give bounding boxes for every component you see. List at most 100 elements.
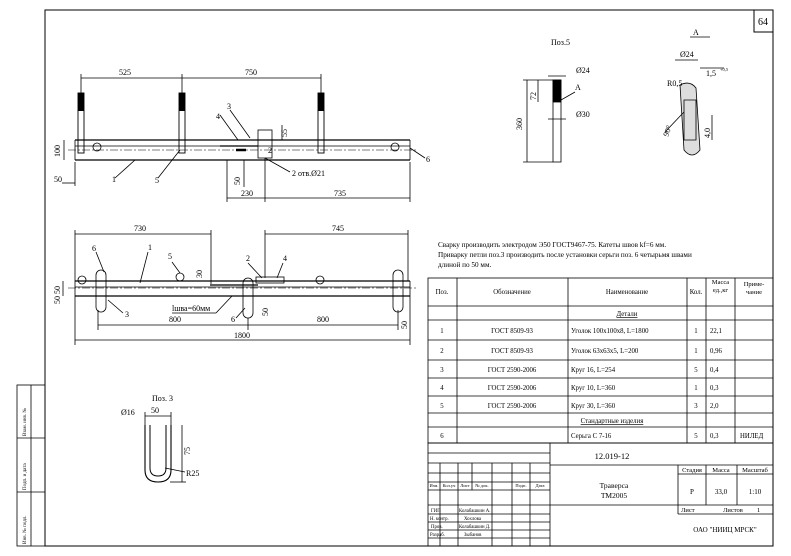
stamp-kol: Кол.уч bbox=[443, 483, 457, 488]
dim-100: 100 bbox=[53, 145, 62, 157]
spec-row-6-pos: 6 bbox=[440, 433, 444, 440]
pos3-d16: Ø16 bbox=[121, 408, 135, 417]
pos5-view bbox=[523, 75, 576, 163]
side-stamp bbox=[16, 384, 46, 547]
stamp-izm: Изм. bbox=[430, 483, 439, 488]
note-line-1: Сварку производить электродом Э50 ГОСТ94… bbox=[438, 241, 666, 249]
pos5-d30: Ø30 bbox=[576, 110, 590, 119]
spec-row-6-qty: 5 bbox=[694, 433, 698, 440]
detail-angle: 90° bbox=[661, 124, 673, 138]
pos5-d72: 72 bbox=[529, 92, 538, 100]
drawing-code: 12.019-12 bbox=[595, 451, 630, 461]
detail-d15: 1,5 bbox=[706, 69, 716, 78]
stamp-role-1: ГИП bbox=[431, 509, 441, 514]
title-block-grid bbox=[427, 442, 774, 547]
mass-value: 33,0 bbox=[715, 488, 728, 496]
callout-2: 2 bbox=[268, 146, 272, 155]
spec-row-3-designation: ГОСТ 2590-2006 bbox=[488, 367, 537, 374]
stamp-role-2: Н. контр. bbox=[430, 517, 449, 522]
weld-length: lшва=60мм bbox=[172, 304, 210, 313]
spec-row-2-mass: 0,96 bbox=[710, 348, 722, 355]
dim-730: 730 bbox=[134, 224, 146, 233]
stamp-ndok: № док. bbox=[475, 483, 488, 488]
spec-section-details: Детали bbox=[617, 311, 638, 318]
spec-row-4-designation: ГОСТ 2590-2006 bbox=[488, 385, 537, 392]
spec-header-name: Наименование bbox=[606, 289, 648, 296]
dim-55: 55 bbox=[280, 129, 289, 137]
spec-row-6-name: Серьга С 7-16 bbox=[571, 433, 612, 440]
pos5-d24: Ø24 bbox=[576, 66, 590, 75]
pos3-r25: R25 bbox=[186, 469, 199, 478]
callout-6: 6 bbox=[426, 155, 430, 164]
spec-rows: 1 ГОСТ 8509-93 Уголок 100х100х8, L=1800 … bbox=[440, 328, 763, 440]
stamp-name-2: Хохлова bbox=[464, 517, 482, 522]
dim-525: 525 bbox=[119, 68, 131, 77]
spec-header-note-wrap: Приме- чание bbox=[743, 281, 765, 296]
spec-row-5-qty: 3 bbox=[694, 403, 698, 410]
detail-tol: +0,5 bbox=[720, 67, 729, 73]
spec-header-pos: Поз. bbox=[436, 289, 449, 296]
sheets-label: Листов bbox=[723, 507, 743, 514]
side-stamp-sign: Подп. и дата bbox=[23, 463, 28, 490]
front-view bbox=[62, 74, 426, 202]
spec-row-5-mass: 2,0 bbox=[710, 403, 719, 410]
stamp-name-1: Колабашкин А. bbox=[459, 509, 490, 514]
spec-row-1-qty: 1 bbox=[694, 328, 697, 335]
pos3-label: Поз. 3 bbox=[152, 394, 173, 403]
title-line-2: ТМ2005 bbox=[601, 491, 627, 500]
stamp-list: Лист bbox=[460, 483, 469, 488]
detail-a-label: А bbox=[693, 28, 699, 37]
spec-row-4-name: Круг 10, L=360 bbox=[571, 385, 616, 392]
stage-header: Стадия bbox=[682, 467, 702, 474]
spec-row-1-mass: 22,1 bbox=[710, 328, 722, 335]
mass-header: Масса bbox=[712, 467, 730, 474]
title-line-1: Траверса bbox=[600, 481, 629, 490]
callout-3: 3 bbox=[227, 102, 231, 111]
spec-row-5-name: Круг 30, L=360 bbox=[571, 403, 616, 410]
dim-50-right: 50 bbox=[400, 321, 409, 329]
detail-d24: Ø24 bbox=[680, 50, 694, 59]
spec-row-3-pos: 3 bbox=[440, 367, 444, 374]
stage-value: Р bbox=[690, 488, 694, 496]
callout-4: 4 bbox=[216, 112, 220, 121]
spec-row-3-mass: 0,4 bbox=[710, 367, 719, 374]
spec-row-2-designation: ГОСТ 8509-93 bbox=[491, 348, 533, 355]
scale-value: 1:10 bbox=[749, 488, 762, 496]
detail-r05: R0,5 bbox=[667, 79, 682, 88]
spec-row-5-pos: 5 bbox=[440, 403, 444, 410]
spec-header-note: Приме- чание bbox=[743, 281, 765, 296]
pos3-d50: 50 bbox=[151, 406, 159, 415]
dim-745: 745 bbox=[332, 224, 344, 233]
spec-row-4-qty: 1 bbox=[694, 385, 697, 392]
dim-750: 750 bbox=[245, 68, 257, 77]
detail-a bbox=[664, 36, 724, 156]
spec-row-1-pos: 1 bbox=[440, 328, 443, 335]
dim-50-50: 50 50 bbox=[53, 286, 62, 304]
plan-callout-6b: 6 bbox=[231, 315, 235, 324]
plan-view bbox=[62, 230, 418, 345]
pos5-a: А bbox=[575, 83, 581, 92]
side-stamp-replace: Взам. инв. № bbox=[22, 408, 28, 436]
callout-5: 5 bbox=[155, 176, 159, 185]
stamp-data: Дата bbox=[536, 483, 545, 488]
sheets-count: 1 bbox=[757, 507, 760, 514]
stamp-podp: Подп. bbox=[515, 483, 526, 488]
spec-row-6-note: НИЛЕД bbox=[740, 433, 764, 440]
spec-row-2-name: Уголок 63х63х5, L=200 bbox=[571, 348, 639, 355]
stamp-name-3: Колабашкин Д. bbox=[459, 525, 490, 530]
pos5-d360: 360 bbox=[515, 118, 524, 130]
plan-callout-1: 1 bbox=[148, 243, 152, 252]
plan-callout-5: 5 bbox=[168, 252, 172, 261]
dim-50-mid: 50 bbox=[233, 177, 242, 185]
dim-50-left: 50 bbox=[54, 175, 62, 184]
spec-section-standard: Стандартные изделия bbox=[581, 418, 644, 425]
scale-header: Масштаб bbox=[742, 467, 768, 474]
spec-row-1-name: Уголок 100х100х8, L=1800 bbox=[571, 328, 649, 335]
organization: ОАО "НИИЦ МРСК" bbox=[693, 526, 757, 534]
dim-800-left: 800 bbox=[169, 315, 181, 324]
spec-header-designation: Обозначение bbox=[493, 289, 531, 296]
callout-1: 1 bbox=[112, 175, 116, 184]
note-line-3: длиной по 50 мм. bbox=[438, 261, 491, 269]
